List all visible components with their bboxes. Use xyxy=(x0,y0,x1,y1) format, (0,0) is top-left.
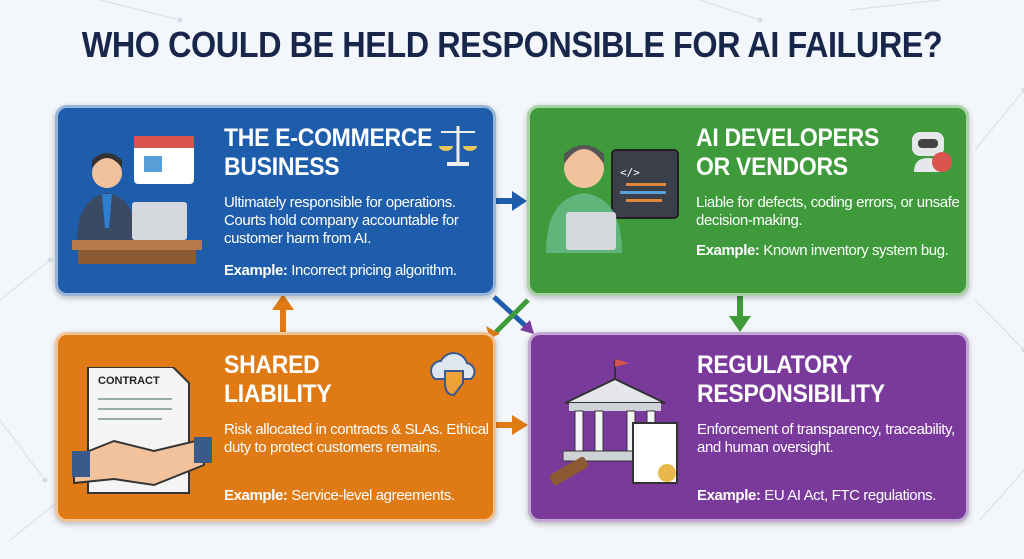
arrow-cross xyxy=(486,295,534,338)
card-example: Example: Known inventory system bug. xyxy=(696,242,949,259)
cloud-shield-icon xyxy=(430,352,476,397)
arrow-shared-to-regulatory xyxy=(496,415,528,435)
scales-icon xyxy=(439,126,477,166)
card-example: Example: Service-level agreements. xyxy=(224,487,455,504)
robot-bug-icon xyxy=(912,132,952,172)
card-body: Enforcement of transparency, traceabilit… xyxy=(697,421,955,456)
courthouse-gavel-icon xyxy=(549,359,678,486)
businessman-laptop-icon xyxy=(72,136,202,264)
card-example: Example: Incorrect pricing algorithm. xyxy=(224,262,457,279)
card-body: Liable for defects, coding errors, or un… xyxy=(696,194,960,229)
card-body: Risk allocated in contracts & SLAs. Ethi… xyxy=(224,421,489,456)
card-body: Ultimately responsible for operations. C… xyxy=(224,194,459,247)
contract-label: CONTRACT xyxy=(98,375,160,387)
arrow-shared-to-business xyxy=(272,294,294,332)
card-example: Example: EU AI Act, FTC regulations. xyxy=(697,487,937,504)
arrow-business-to-developers xyxy=(496,191,527,211)
page-title: WHO COULD BE HELD RESPONSIBLE FOR AI FAI… xyxy=(81,24,943,65)
arrow-developers-to-regulatory xyxy=(729,296,751,332)
svg-text:</>: </> xyxy=(620,166,640,179)
developer-code-icon: </> xyxy=(546,145,679,253)
contract-handshake-icon: CONTRACT xyxy=(72,366,222,502)
